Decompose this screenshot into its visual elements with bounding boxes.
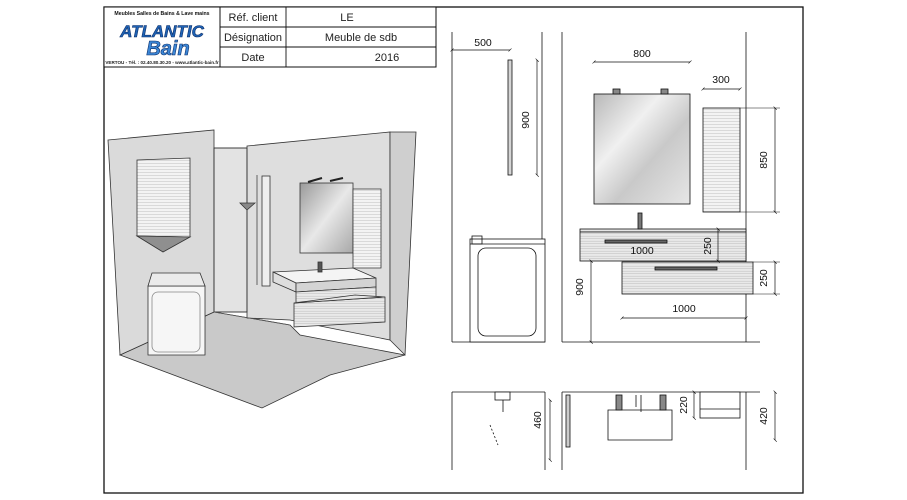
dim-drawer-width: 1000 [622, 303, 746, 318]
mirror [593, 93, 691, 205]
dim-front-height-label: 900 [574, 278, 586, 296]
logo-tagline: Meubles Salles de Bains & Lave mains [114, 11, 209, 17]
dim-front-height: 900 [574, 261, 591, 342]
dim-side-depth: 500 [452, 37, 510, 50]
date-label: Date [241, 52, 264, 64]
front-elevation [561, 32, 760, 343]
dim-side-height: 900 [520, 60, 537, 175]
dim-drawer-width-label: 1000 [672, 303, 696, 315]
dim-column-depth: 300 [703, 74, 740, 89]
dim-section-height-mid: 220 [678, 392, 694, 418]
dim-section-height-left-label: 460 [532, 411, 544, 429]
dim-side-depth-label: 500 [474, 37, 492, 49]
dim-section-height-right-label: 420 [758, 407, 770, 425]
logo-contact: VERTOU - Tél. : 02.40.80.30.20 - www.atl… [105, 60, 219, 65]
dim-vanity-height-top: 250 [702, 229, 718, 261]
dim-section-height-mid-label: 220 [678, 396, 690, 414]
side-elevation [451, 32, 546, 343]
designation-label: Désignation [224, 32, 282, 44]
dim-section-height-left: 460 [532, 400, 550, 460]
logo-brand-line1: ATLANTIC [119, 22, 204, 41]
dim-section-height-right: 420 [758, 392, 775, 440]
section-views [451, 391, 760, 470]
dim-mirror-width-label: 800 [633, 48, 651, 60]
dim-drawer-height: 250 [753, 262, 780, 294]
dim-column-height: 850 [740, 108, 780, 212]
perspective-view [107, 129, 417, 409]
vanity-basin [579, 228, 747, 262]
column-cabinet [702, 107, 741, 213]
dim-side-height-label: 900 [520, 111, 532, 129]
dim-column-depth-label: 300 [712, 74, 730, 86]
logo-brand-line2: Bain [146, 38, 189, 60]
ref-client-value: LE [340, 12, 353, 24]
dim-vanity-width-top-label: 1000 [630, 245, 654, 257]
dim-vanity-width-top: 1000 [630, 245, 654, 257]
date-value: 2016 [375, 52, 399, 64]
designation-value: Meuble de sdb [325, 32, 397, 44]
dim-drawer-height-label: 250 [758, 269, 770, 287]
company-logo: Meubles Salles de Bains & Lave mains ATL… [103, 6, 221, 68]
dim-mirror-width: 800 [594, 48, 690, 62]
ref-client-label: Réf. client [229, 12, 278, 24]
dim-column-height-label: 850 [758, 151, 770, 169]
title-block: Réf. client LE Désignation Meuble de sdb… [219, 6, 437, 68]
dim-vanity-height-top-label: 250 [702, 237, 714, 255]
